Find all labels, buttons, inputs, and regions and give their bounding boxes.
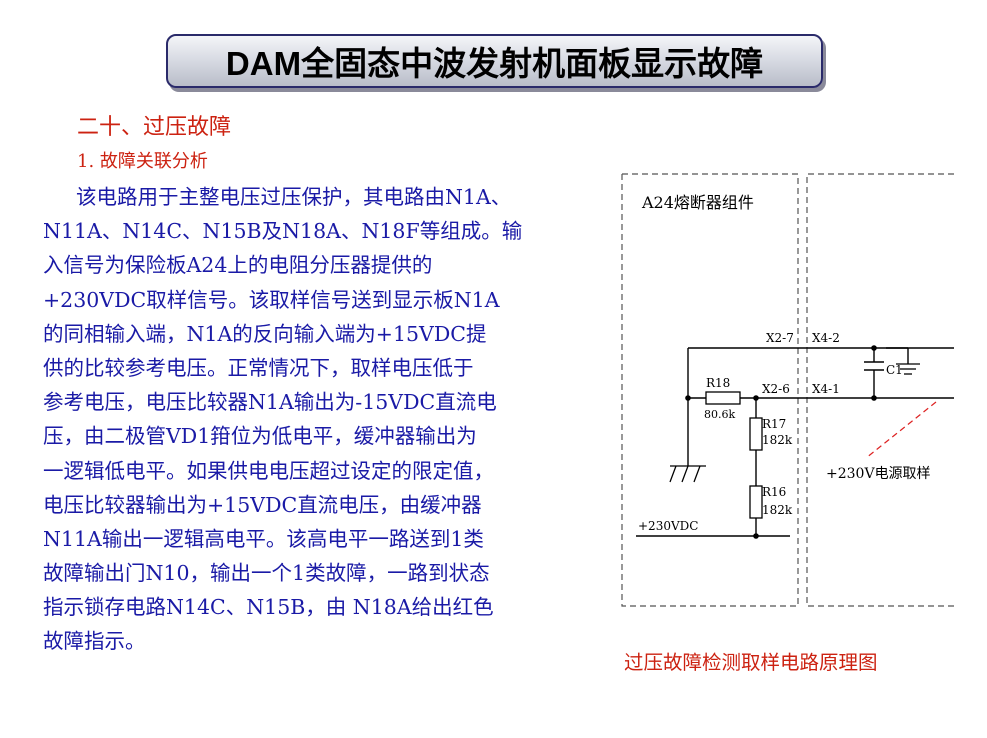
body-paragraph: 该电路用于主整电压过压保护，其电路由N1A、 N11A、N14C、N15B及N1…: [43, 180, 603, 659]
body-line: 一逻辑低电平。如果供电电压超过设定的限定值，: [43, 458, 494, 483]
circuit-diagram: A24熔断器组件: [621, 173, 954, 607]
ground-symbol-right: [896, 363, 920, 375]
display-board-border: [806, 173, 954, 607]
sample-label: +230V电源取样: [826, 466, 931, 482]
body-line: 的同相输入端，N1A的反向输入端为+15VDC提: [43, 321, 487, 346]
sample-arrow: [865, 401, 937, 459]
module-label: A24熔断器组件: [641, 193, 754, 212]
title-banner: DAM全固态中波发射机面板显示故障: [166, 34, 823, 88]
slide-title: DAM全固态中波发射机面板显示故障: [225, 45, 764, 82]
x4-1-label: X4-1: [812, 382, 840, 396]
supply-label: +230VDC: [638, 519, 698, 533]
diagram-caption: 过压故障检测取样电路原理图: [624, 651, 878, 674]
x4-2-label: X4-2: [812, 331, 840, 345]
body-line: 电压比较器输出为+15VDC直流电压，由缓冲器: [43, 492, 482, 517]
body-line: +230VDC取样信号。该取样信号送到显示板N1A: [43, 287, 500, 312]
body-line: 该电路用于主整电压过压保护，其电路由N1A、: [76, 185, 512, 209]
body-line: 故障输出门N10，输出一个1类故障，一路到状态: [43, 561, 490, 586]
r16-resistor: [749, 485, 763, 519]
r17-value: 182k: [762, 433, 793, 447]
x2-7-label: X2-7: [766, 331, 794, 345]
module-borders: [621, 173, 954, 607]
body-line: 供的比较参考电压。正常情况下，取样电压低于: [43, 355, 474, 380]
junction-dots: [685, 345, 877, 539]
x2-6-label: X2-6: [762, 382, 790, 396]
body-line: N11A输出一逻辑高电平。该高电平一路送到1类: [43, 526, 484, 551]
c1-label: C1: [886, 363, 903, 377]
section-heading: 二十、过压故障: [77, 115, 232, 140]
r16-value: 182k: [762, 503, 793, 517]
r18-label: R18: [706, 376, 730, 390]
r17-resistor: [749, 417, 763, 451]
body-line: 参考电压，电压比较器N1A输出为-15VDC直流电: [43, 390, 497, 415]
r18-value: 80.6k: [704, 408, 735, 421]
body-line: 故障指示。: [43, 629, 146, 654]
body-line: 指示锁存电路N14C、N15B，由 N18A给出红色: [43, 595, 494, 620]
r17-label: R17: [762, 417, 786, 431]
r18-resistor: [705, 391, 741, 405]
ground-symbol-left: [669, 465, 706, 483]
sub-heading: 1. 故障关联分析: [77, 151, 208, 172]
body-line: 入信号为保险板A24上的电阻分压器提供的: [43, 253, 433, 278]
c1-capacitor: [864, 361, 884, 371]
body-line: 压，由二极管VD1箝位为低电平，缓冲器输出为: [43, 424, 477, 449]
wires: [636, 347, 954, 537]
r16-label: R16: [762, 485, 786, 499]
body-line: N11A、N14C、N15B及N18A、N18F等组成。输: [43, 219, 523, 244]
